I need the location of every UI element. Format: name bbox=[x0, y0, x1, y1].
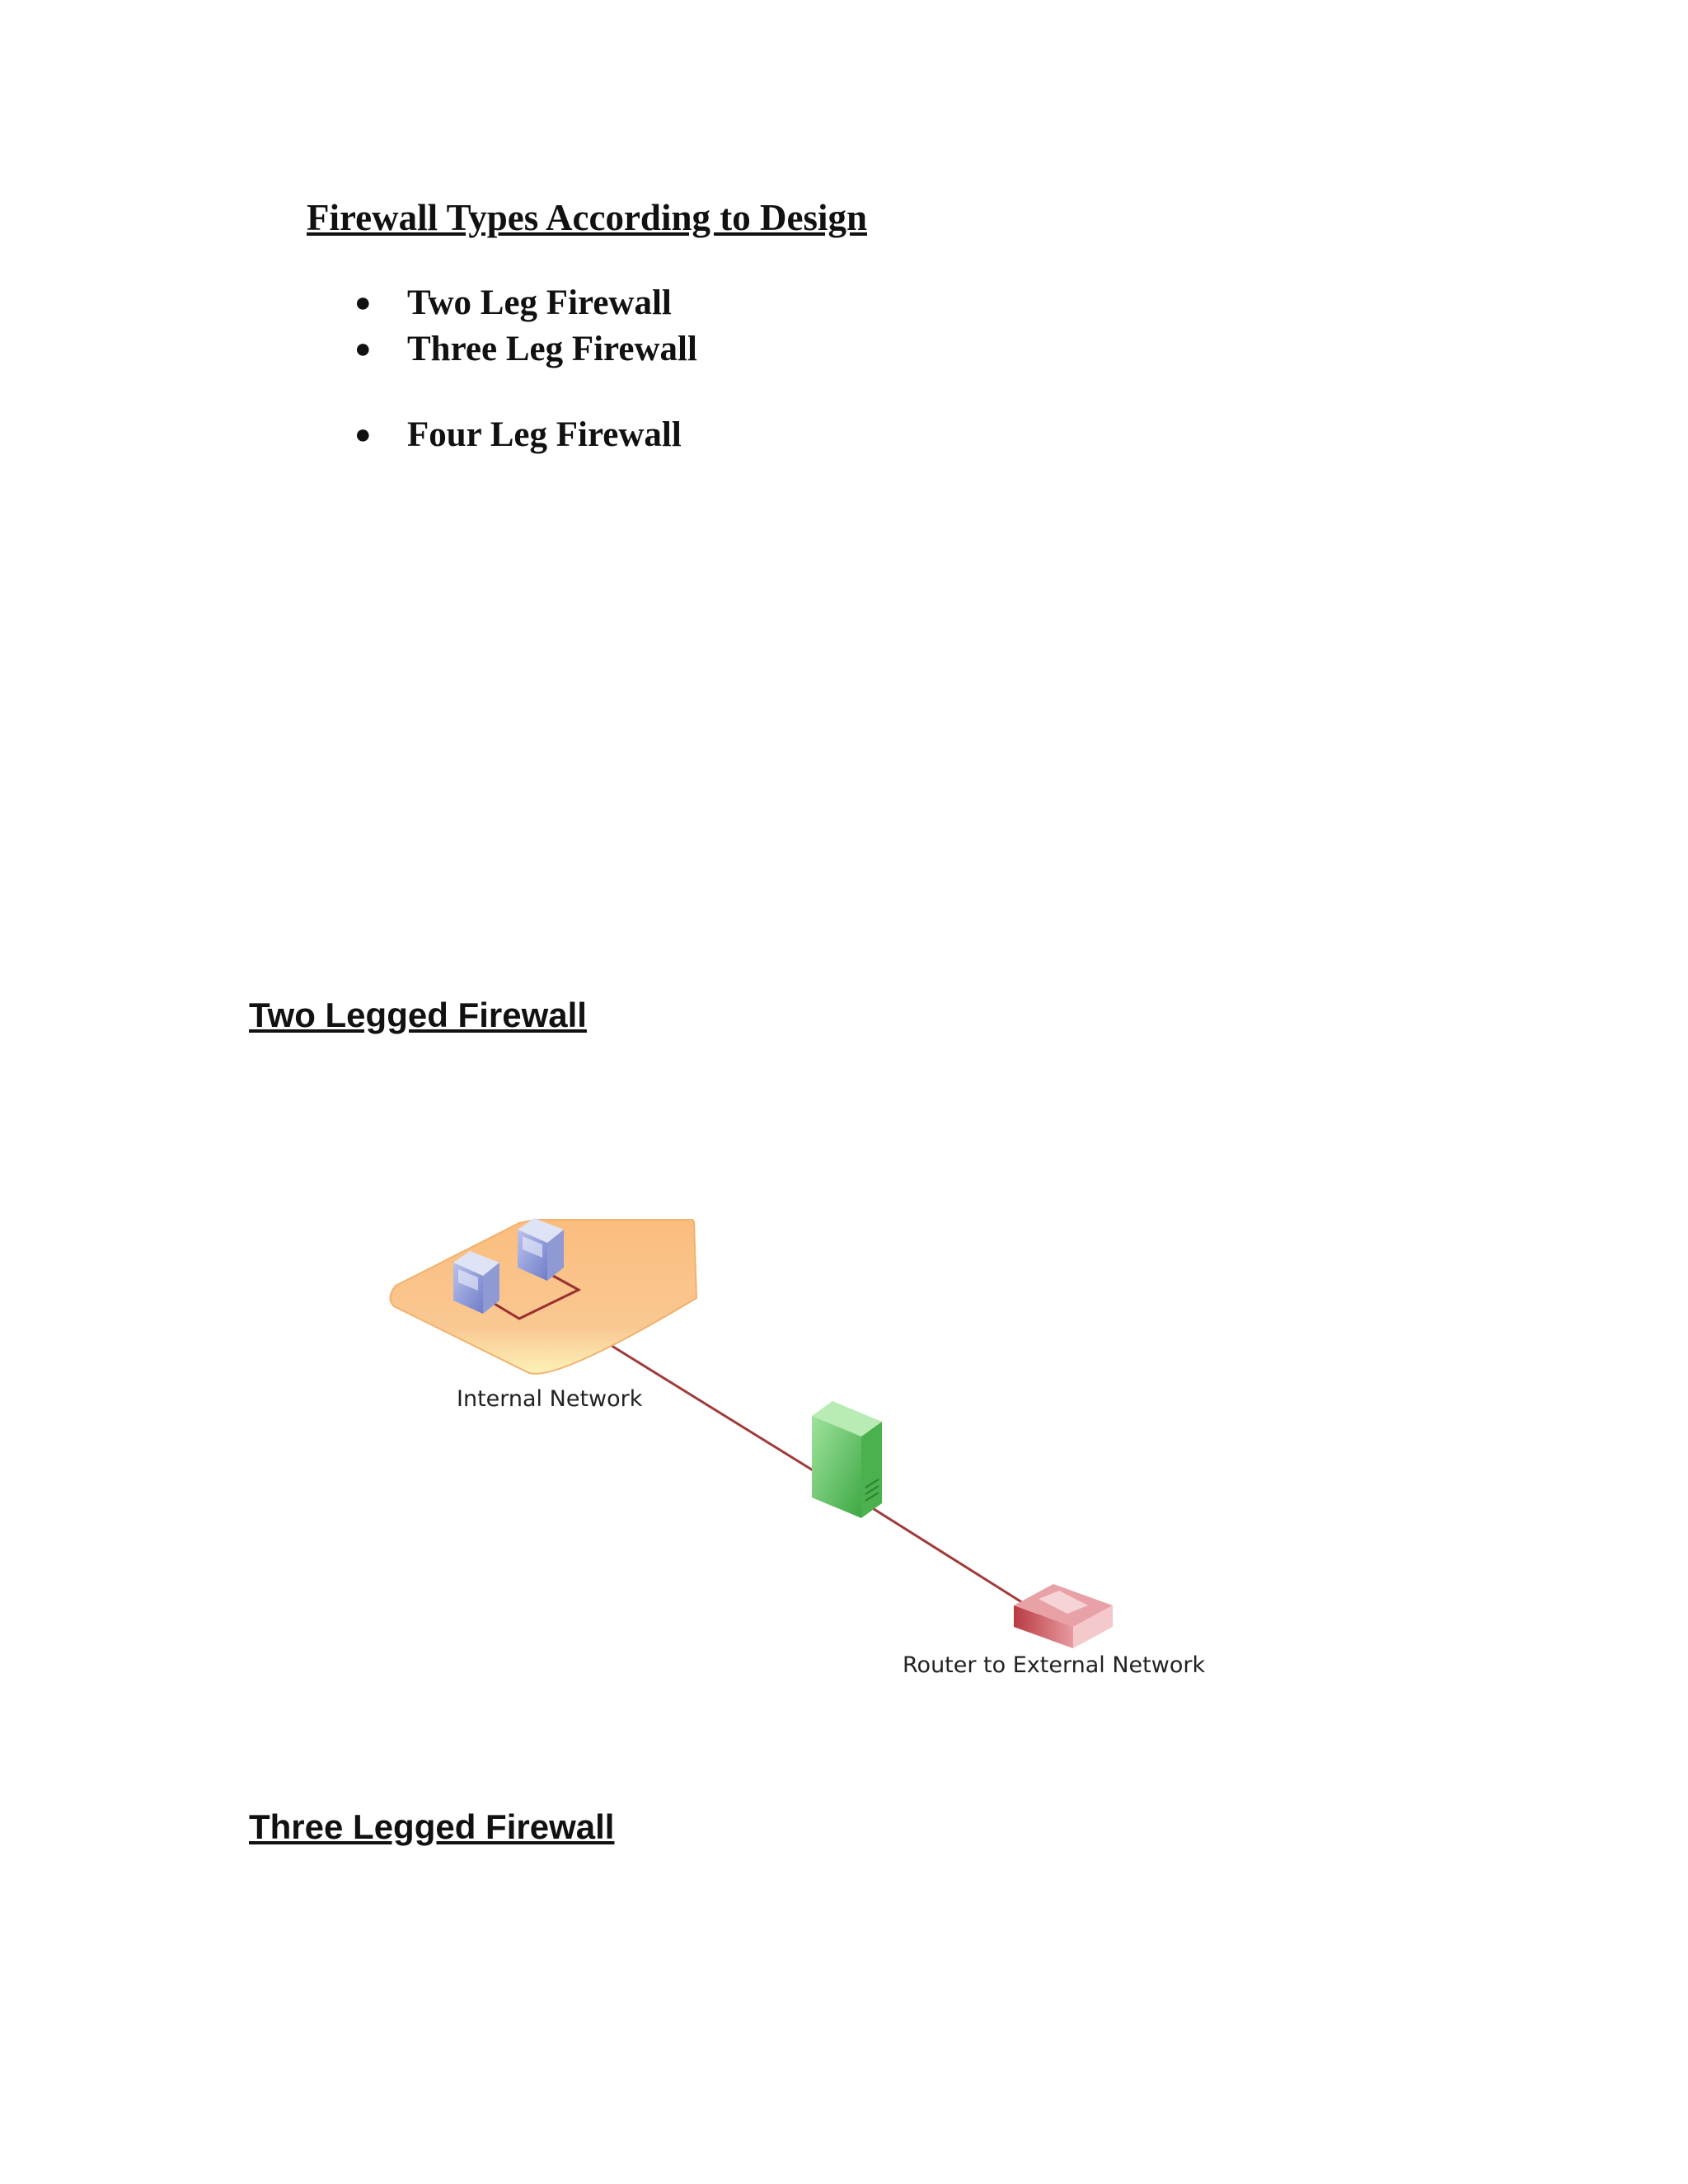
list-item: ● Three Leg Firewall bbox=[354, 326, 697, 373]
bullet-icon: ● bbox=[354, 419, 372, 450]
two-legged-firewall-diagram: Internal Network Router to External Netw… bbox=[387, 1212, 1228, 2184]
list-item: ● Four Leg Firewall bbox=[354, 412, 697, 458]
node-label-router: Router to External Network bbox=[903, 1652, 1206, 1678]
bullet-icon: ● bbox=[354, 334, 372, 364]
diagram-canvas bbox=[389, 1218, 1113, 1648]
network-links bbox=[580, 1325, 1043, 1617]
list-item-label: Two Leg Firewall bbox=[407, 284, 672, 322]
network-zone-icon bbox=[389, 1218, 698, 1375]
server-icon bbox=[518, 1218, 564, 1281]
list-item-label: Four Leg Firewall bbox=[407, 415, 682, 454]
list-item: ● Two Leg Firewall bbox=[354, 280, 697, 326]
list-item-label: Three Leg Firewall bbox=[407, 330, 697, 368]
node-label-internal-network: Internal Network bbox=[457, 1386, 643, 1412]
link-firewall-to-router bbox=[848, 1492, 1043, 1617]
section-heading-three-legged: Three Legged Firewall bbox=[249, 1807, 615, 1846]
bullet-icon: ● bbox=[354, 288, 372, 318]
router-icon bbox=[1014, 1584, 1113, 1648]
document-title: Firewall Types According to Design bbox=[307, 197, 867, 238]
server-icon bbox=[453, 1251, 499, 1314]
section-heading-two-legged: Two Legged Firewall bbox=[249, 996, 587, 1034]
firewall-types-list: ● Two Leg Firewall ● Three Leg Firewall ● F… bbox=[354, 280, 697, 458]
firewall-icon bbox=[812, 1401, 882, 1518]
link-internal-to-firewall bbox=[580, 1325, 846, 1492]
